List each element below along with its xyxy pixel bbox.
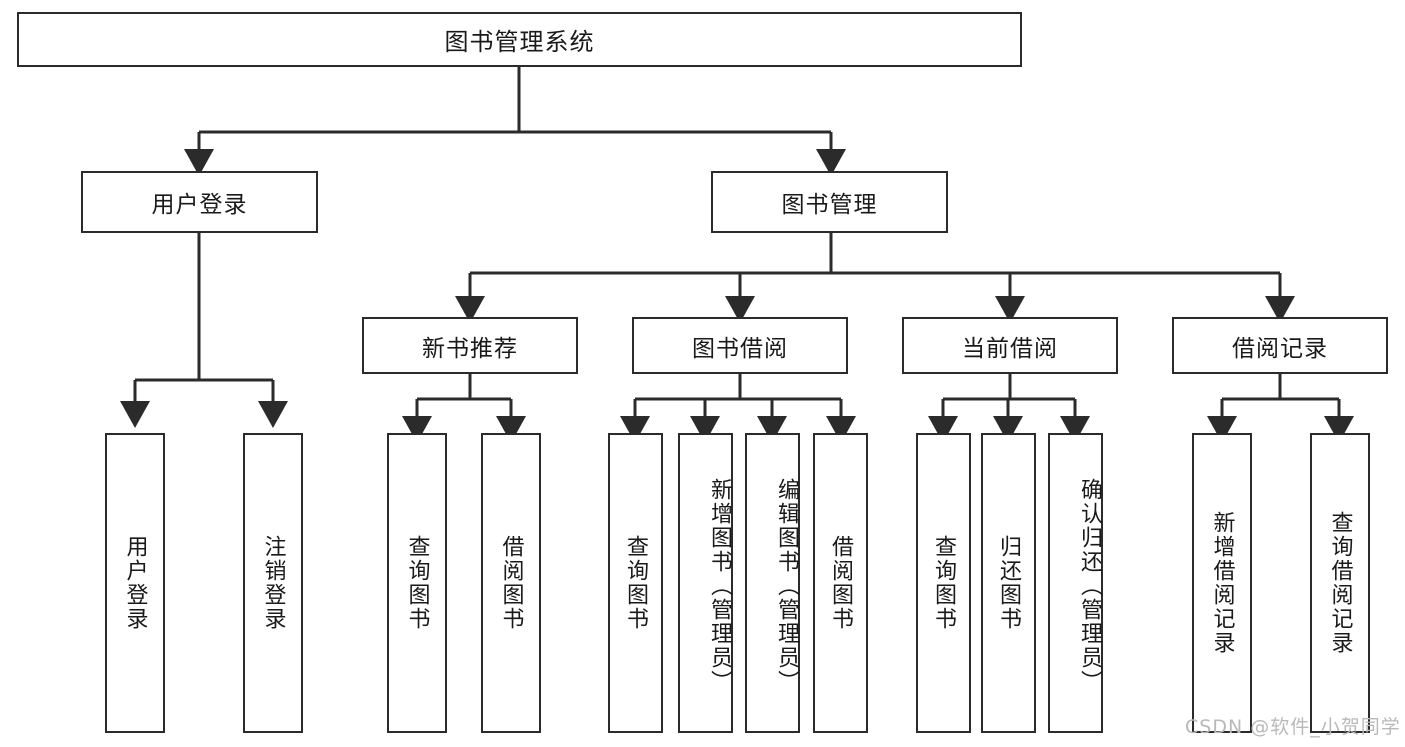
node-new-book-recommend[interactable]: 新书推荐 xyxy=(362,317,578,374)
node-label: 用户登录 xyxy=(151,192,248,218)
leaf-query-borrow-record[interactable]: 查询借阅记录 xyxy=(1310,433,1370,733)
node-label: 新增借阅记录 xyxy=(1209,511,1235,655)
node-label: 借阅图书 xyxy=(828,535,854,631)
csdn-watermark: CSDN @软件_小贺同学 xyxy=(1185,716,1401,738)
node-label: 用户登录 xyxy=(122,535,148,631)
leaf-borrow-book[interactable]: 借阅图书 xyxy=(813,433,868,733)
node-book-management[interactable]: 图书管理 xyxy=(711,171,948,233)
node-borrow-record[interactable]: 借阅记录 xyxy=(1172,317,1388,374)
node-current-borrow[interactable]: 当前借阅 xyxy=(902,317,1118,374)
node-root-system[interactable]: 图书管理系统 xyxy=(17,12,1022,67)
leaf-add-borrow-record[interactable]: 新增借阅记录 xyxy=(1192,433,1252,733)
node-label: 确认归还（管理员） xyxy=(1077,478,1102,694)
node-label: 图书借阅 xyxy=(692,335,788,362)
leaf-return-book[interactable]: 归还图书 xyxy=(981,433,1036,733)
node-label: 借阅图书 xyxy=(498,535,524,631)
leaf-add-book-admin[interactable]: 新增图书（管理员） xyxy=(678,433,733,733)
node-label: 注销登录 xyxy=(260,535,286,631)
node-label: 编辑图书（管理员） xyxy=(774,478,799,694)
node-label: 新增图书（管理员） xyxy=(707,478,732,694)
node-label: 查询图书 xyxy=(931,535,957,631)
leaf-edit-book-admin[interactable]: 编辑图书（管理员） xyxy=(745,433,800,733)
node-label: 查询借阅记录 xyxy=(1327,511,1353,655)
node-label: 查询图书 xyxy=(404,535,430,631)
node-label: 图书管理 xyxy=(781,192,878,218)
node-label: 查询图书 xyxy=(623,535,649,631)
node-label: 图书管理系统 xyxy=(444,28,595,56)
leaf-borrow-book-recommend[interactable]: 借阅图书 xyxy=(481,433,541,733)
node-book-borrow[interactable]: 图书借阅 xyxy=(632,317,848,374)
leaf-confirm-return-admin[interactable]: 确认归还（管理员） xyxy=(1048,433,1103,733)
node-label: 当前借阅 xyxy=(962,335,1058,362)
leaf-query-book-borrow[interactable]: 查询图书 xyxy=(608,433,663,733)
leaf-query-book-recommend[interactable]: 查询图书 xyxy=(387,433,447,733)
node-label: 归还图书 xyxy=(996,535,1022,631)
node-label: 新书推荐 xyxy=(422,335,518,362)
node-label: 借阅记录 xyxy=(1232,335,1328,362)
node-user-login[interactable]: 用户登录 xyxy=(81,171,318,233)
leaf-logout-login[interactable]: 注销登录 xyxy=(243,433,303,733)
leaf-query-book-current[interactable]: 查询图书 xyxy=(916,433,971,733)
leaf-user-login[interactable]: 用户登录 xyxy=(105,433,165,733)
